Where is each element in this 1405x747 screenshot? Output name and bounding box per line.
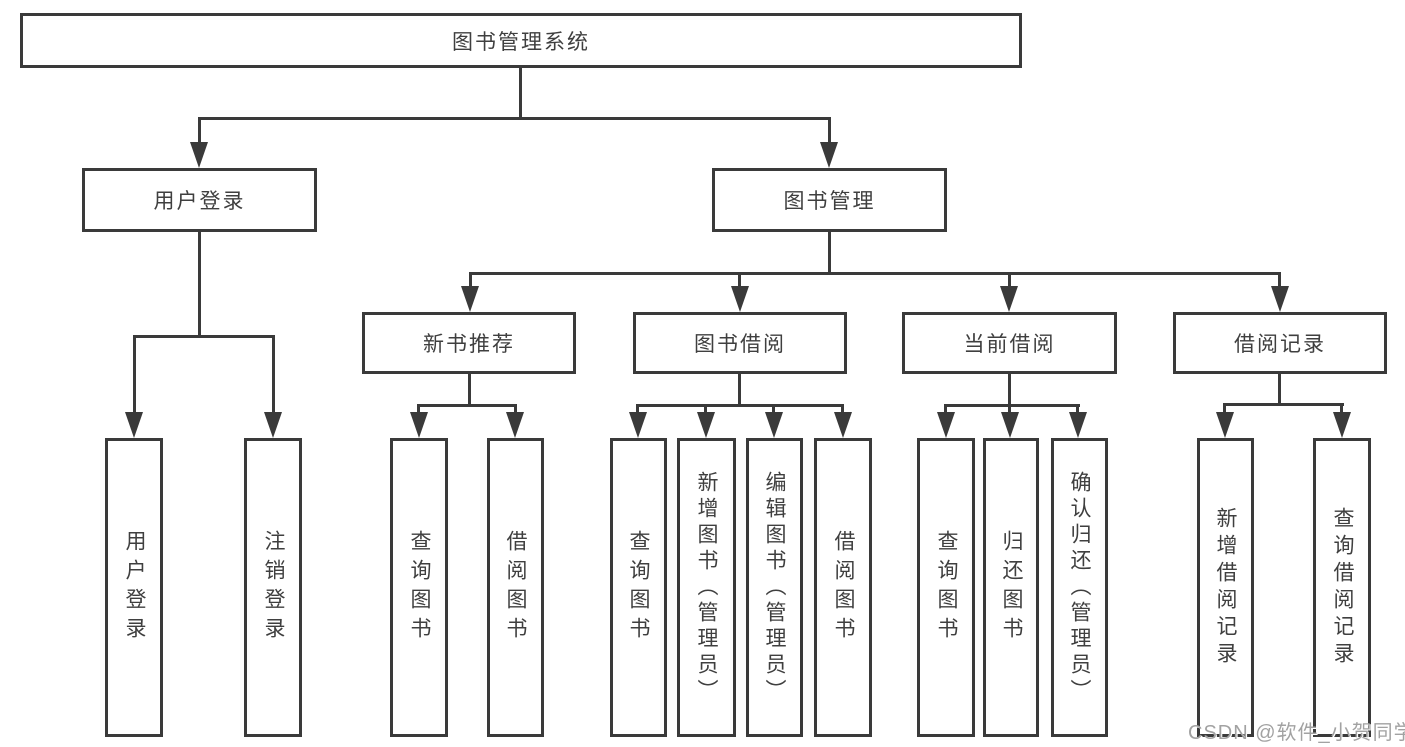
connector-shaft [841, 404, 844, 418]
connector-shaft [1008, 404, 1011, 418]
node-user-login: 用户登录 [82, 168, 317, 232]
connector-shaft [198, 117, 201, 147]
connector-shaft [738, 272, 741, 290]
node-new-book-recommend: 新书推荐 [362, 312, 576, 374]
connector-trunk [828, 232, 831, 275]
arrow-down-icon [937, 412, 955, 438]
leaf-query-book-2: 查询图书 [610, 438, 667, 737]
leaf-user-logout: 注销登录 [244, 438, 302, 737]
arrow-down-icon [506, 412, 524, 438]
arrow-down-icon [834, 412, 852, 438]
connector-shaft [1278, 272, 1281, 290]
node-root: 图书管理系统 [20, 13, 1022, 68]
connector-shaft [417, 404, 420, 418]
leaf-borrow-book-1: 借阅图书 [487, 438, 544, 737]
connector-split [944, 404, 1080, 407]
connector-shaft [133, 335, 136, 417]
arrow-down-icon [461, 286, 479, 312]
connector-shaft [636, 404, 639, 418]
leaf-return-book: 归还图书 [983, 438, 1039, 737]
leaf-borrow-book-2: 借阅图书 [814, 438, 872, 737]
leaf-query-book-3: 查询图书 [917, 438, 975, 737]
connector-shaft [272, 335, 275, 417]
leaf-query-borrow-record: 查询借阅记录 [1313, 438, 1371, 737]
arrow-down-icon [125, 412, 143, 438]
node-book-borrow: 图书借阅 [633, 312, 847, 374]
arrow-down-icon [190, 142, 208, 168]
connector-shaft [469, 272, 472, 290]
connector-shaft [828, 117, 831, 147]
arrow-down-icon [1000, 286, 1018, 312]
connector-shaft [1340, 403, 1343, 418]
leaf-edit-book-admin: 编辑图书（管理员） [746, 438, 803, 737]
connector-shaft [1076, 404, 1079, 418]
leaf-confirm-return-admin: 确认归还（管理员） [1051, 438, 1108, 737]
node-book-management: 图书管理 [712, 168, 947, 232]
leaf-user-login: 用户登录 [105, 438, 163, 737]
arrow-down-icon [1333, 412, 1351, 438]
connector-shaft [704, 404, 707, 418]
connector-split [1223, 403, 1344, 406]
node-current-borrow: 当前借阅 [902, 312, 1117, 374]
arrow-down-icon [264, 412, 282, 438]
arrow-down-icon [697, 412, 715, 438]
connector-shaft [514, 404, 517, 418]
connector-shaft [944, 404, 947, 418]
connector-trunk [468, 374, 471, 407]
arrow-down-icon [1216, 412, 1234, 438]
connector-split [133, 335, 275, 338]
arrow-down-icon [629, 412, 647, 438]
arrow-down-icon [1001, 412, 1019, 438]
connector-split [469, 272, 1281, 275]
arrow-down-icon [410, 412, 428, 438]
connector-trunk [1008, 374, 1011, 407]
arrow-down-icon [820, 142, 838, 168]
connector-trunk [198, 232, 201, 338]
connector-root-split [198, 117, 831, 120]
connector-root-trunk [519, 68, 522, 117]
connector-split [417, 404, 517, 407]
arrow-down-icon [1271, 286, 1289, 312]
arrow-down-icon [765, 412, 783, 438]
connector-trunk [1278, 374, 1281, 406]
arrow-down-icon [1069, 412, 1087, 438]
arrow-down-icon [731, 286, 749, 312]
leaf-add-book-admin: 新增图书（管理员） [677, 438, 736, 737]
leaf-add-borrow-record: 新增借阅记录 [1197, 438, 1254, 737]
connector-shaft [1008, 272, 1011, 290]
leaf-query-book-1: 查询图书 [390, 438, 448, 737]
connector-shaft [772, 404, 775, 418]
watermark: CSDN @软件_小贺同学 [1188, 722, 1405, 744]
connector-shaft [1223, 403, 1226, 418]
connector-split [636, 404, 844, 407]
connector-trunk [738, 374, 741, 407]
node-borrow-records: 借阅记录 [1173, 312, 1387, 374]
